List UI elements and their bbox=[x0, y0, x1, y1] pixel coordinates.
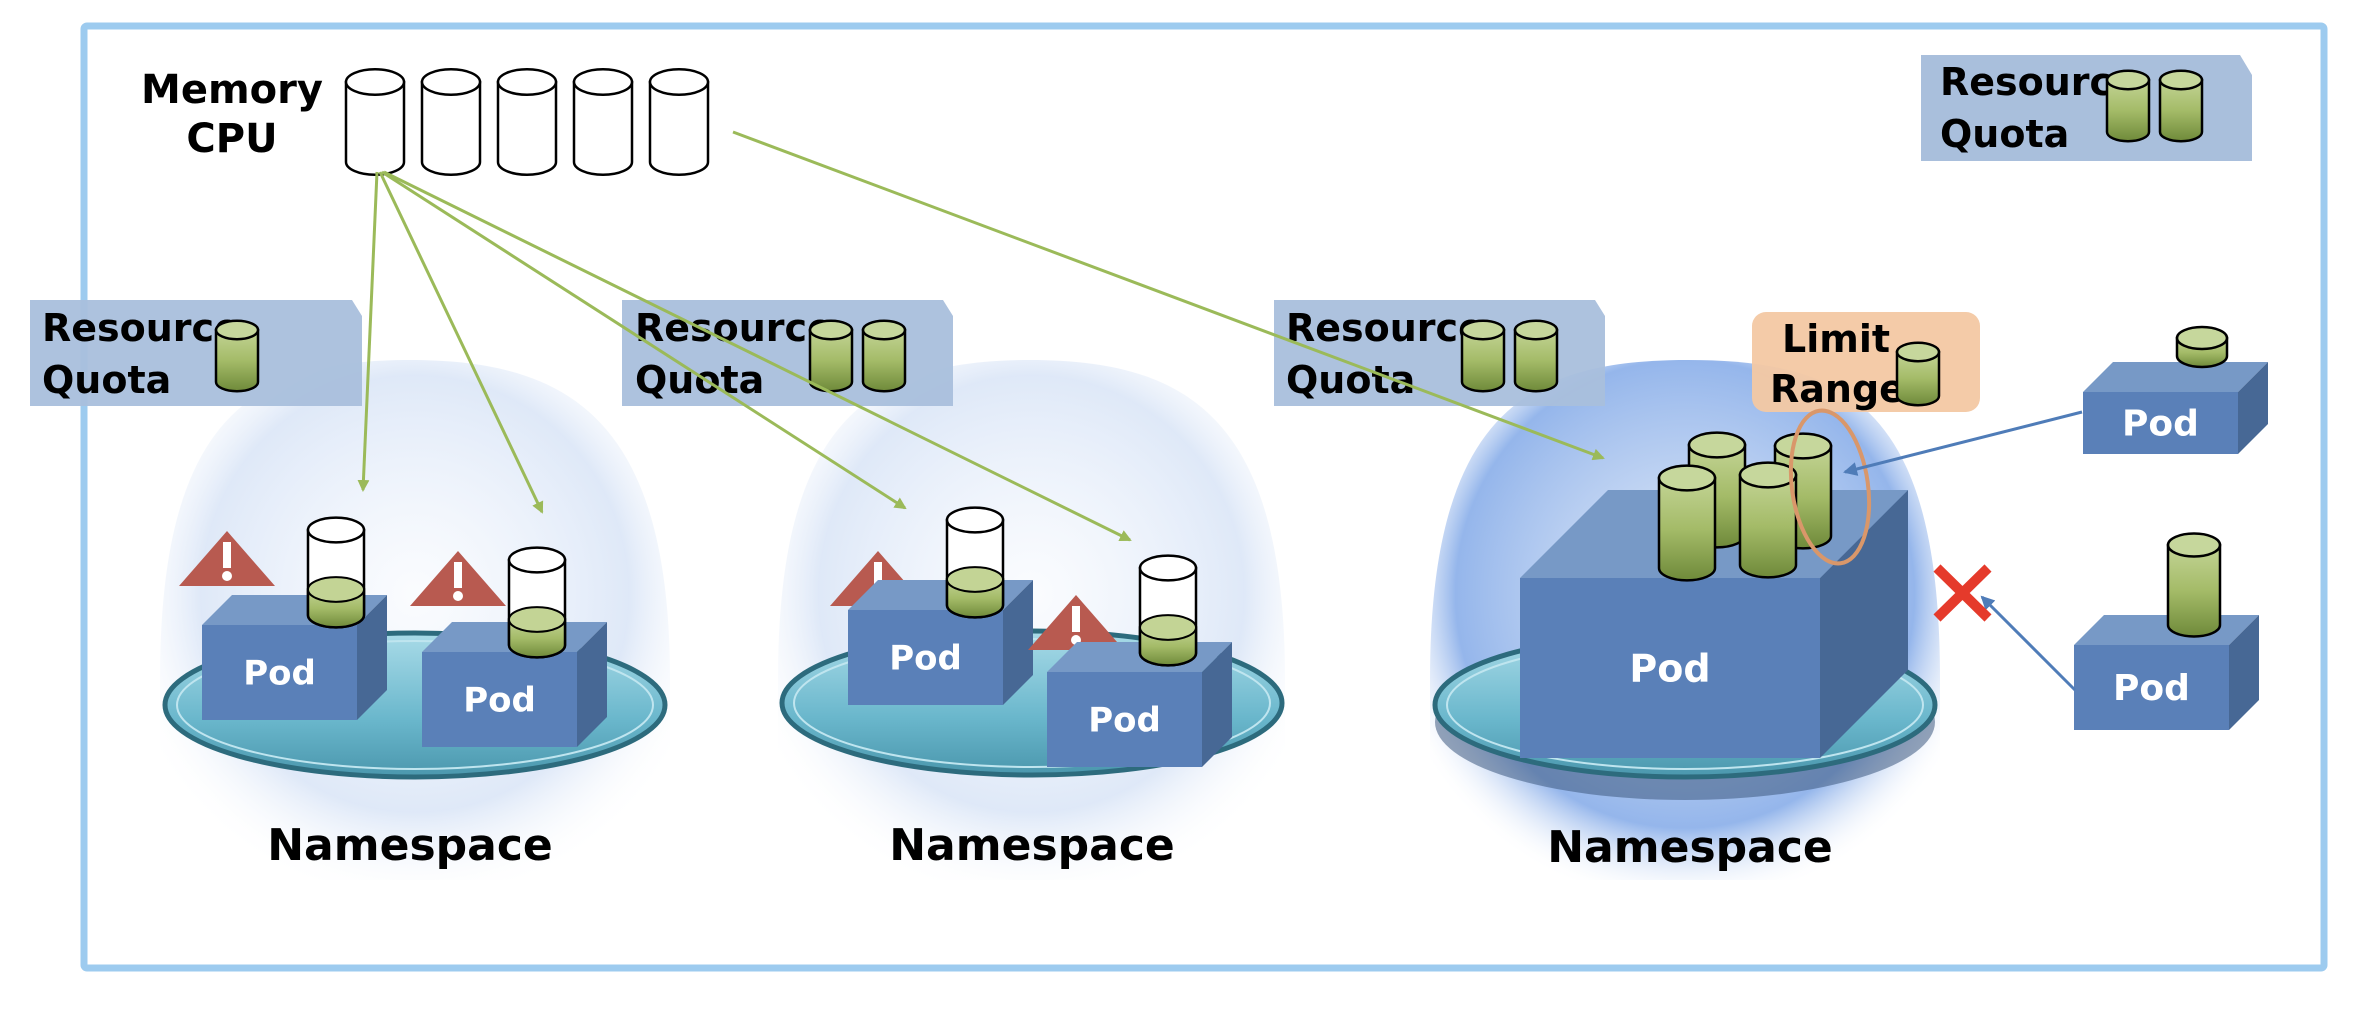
pod-label: Pod bbox=[2113, 668, 2190, 709]
namespace-label: Namespace bbox=[267, 820, 553, 871]
pod-label: Pod bbox=[243, 653, 316, 693]
arrow-to-ns2-pod1 bbox=[381, 170, 907, 510]
quota-unit-icon bbox=[1895, 341, 1941, 407]
namespace-label: Namespace bbox=[889, 820, 1175, 871]
reject-x-icon bbox=[1933, 564, 1992, 622]
request-large-cylinder-icon bbox=[2166, 532, 2222, 638]
quota-unit-icon bbox=[861, 319, 907, 393]
arrow-to-ns1-pod1 bbox=[357, 171, 379, 492]
arrow-to-ns1-pod2 bbox=[378, 171, 544, 514]
outer-frame bbox=[80, 22, 2328, 972]
resource-quota-2: Resource Quota bbox=[622, 300, 953, 406]
quota-unit-icon bbox=[214, 319, 260, 393]
limit-range-line1: Limit bbox=[1782, 317, 1890, 361]
container-cylinder-icon bbox=[1738, 461, 1798, 579]
namespace-2-pod-2[interactable]: Pod bbox=[1047, 642, 1232, 767]
resource-quota-3: Resource Quota bbox=[1274, 300, 1605, 406]
quota-label-line2: Quota bbox=[635, 358, 764, 402]
warning-icon bbox=[179, 531, 275, 586]
quota-label-line2: Quota bbox=[1940, 112, 2069, 156]
usage-cylinder-icon bbox=[306, 516, 366, 629]
memory-cpu-unit-icon bbox=[496, 67, 558, 176]
pod-label: Pod bbox=[463, 680, 536, 720]
limit-range-ring bbox=[1788, 408, 1872, 566]
quota-label-line1: Resource bbox=[1940, 60, 2138, 104]
namespace-label: Namespace bbox=[1547, 822, 1833, 873]
quota-unit-icon bbox=[2105, 69, 2151, 143]
usage-cylinder-icon bbox=[1138, 554, 1198, 667]
quota-label-line1: Resource bbox=[42, 306, 240, 350]
memory-cpu-unit-icon bbox=[344, 67, 406, 176]
quota-unit-icon bbox=[1460, 319, 1506, 393]
incoming-pod-rejected[interactable]: Pod bbox=[2074, 615, 2259, 730]
usage-cylinder-icon bbox=[945, 506, 1005, 619]
pod-label: Pod bbox=[2122, 404, 2199, 445]
pool-label-memory: Memory bbox=[141, 67, 323, 113]
quota-label-line1: Resource bbox=[1286, 306, 1484, 350]
container-cylinder-icon bbox=[1657, 464, 1717, 582]
memory-cpu-unit-icon bbox=[648, 67, 710, 176]
memory-cpu-unit-icon bbox=[572, 67, 634, 176]
limit-range-line2: Range bbox=[1770, 367, 1905, 411]
resource-quota-legend: Resource Quota bbox=[1921, 55, 2252, 161]
pod-label: Pod bbox=[889, 638, 962, 678]
pod-label: Pod bbox=[1088, 700, 1161, 740]
request-small-cylinder-icon bbox=[2175, 325, 2229, 369]
limit-range: Limit Range bbox=[1752, 312, 1980, 412]
usage-cylinder-icon bbox=[507, 546, 567, 659]
quota-unit-icon bbox=[1513, 319, 1559, 393]
incoming-pod-admitted[interactable]: Pod bbox=[2083, 362, 2268, 454]
quota-label-line2: Quota bbox=[42, 358, 171, 402]
resource-quota-1: Resource Quota bbox=[30, 300, 362, 406]
quota-unit-icon bbox=[808, 319, 854, 393]
memory-cpu-unit-icon bbox=[420, 67, 482, 176]
pod-label: Pod bbox=[1629, 646, 1710, 690]
arrow-admitted-pod[interactable] bbox=[1843, 410, 2083, 476]
namespace-2-pod-1[interactable]: Pod bbox=[848, 580, 1033, 705]
quota-unit-icon bbox=[2158, 69, 2204, 143]
arrow-to-ns2-pod2 bbox=[383, 170, 1132, 542]
resource-pool: Memory CPU bbox=[141, 67, 710, 176]
arrow-to-ns3 bbox=[732, 130, 1605, 461]
warning-icon bbox=[410, 551, 506, 606]
pool-label-cpu: CPU bbox=[186, 116, 277, 162]
arrow-rejected-pod[interactable] bbox=[1980, 595, 2077, 692]
allocation-arrows bbox=[357, 130, 1605, 542]
